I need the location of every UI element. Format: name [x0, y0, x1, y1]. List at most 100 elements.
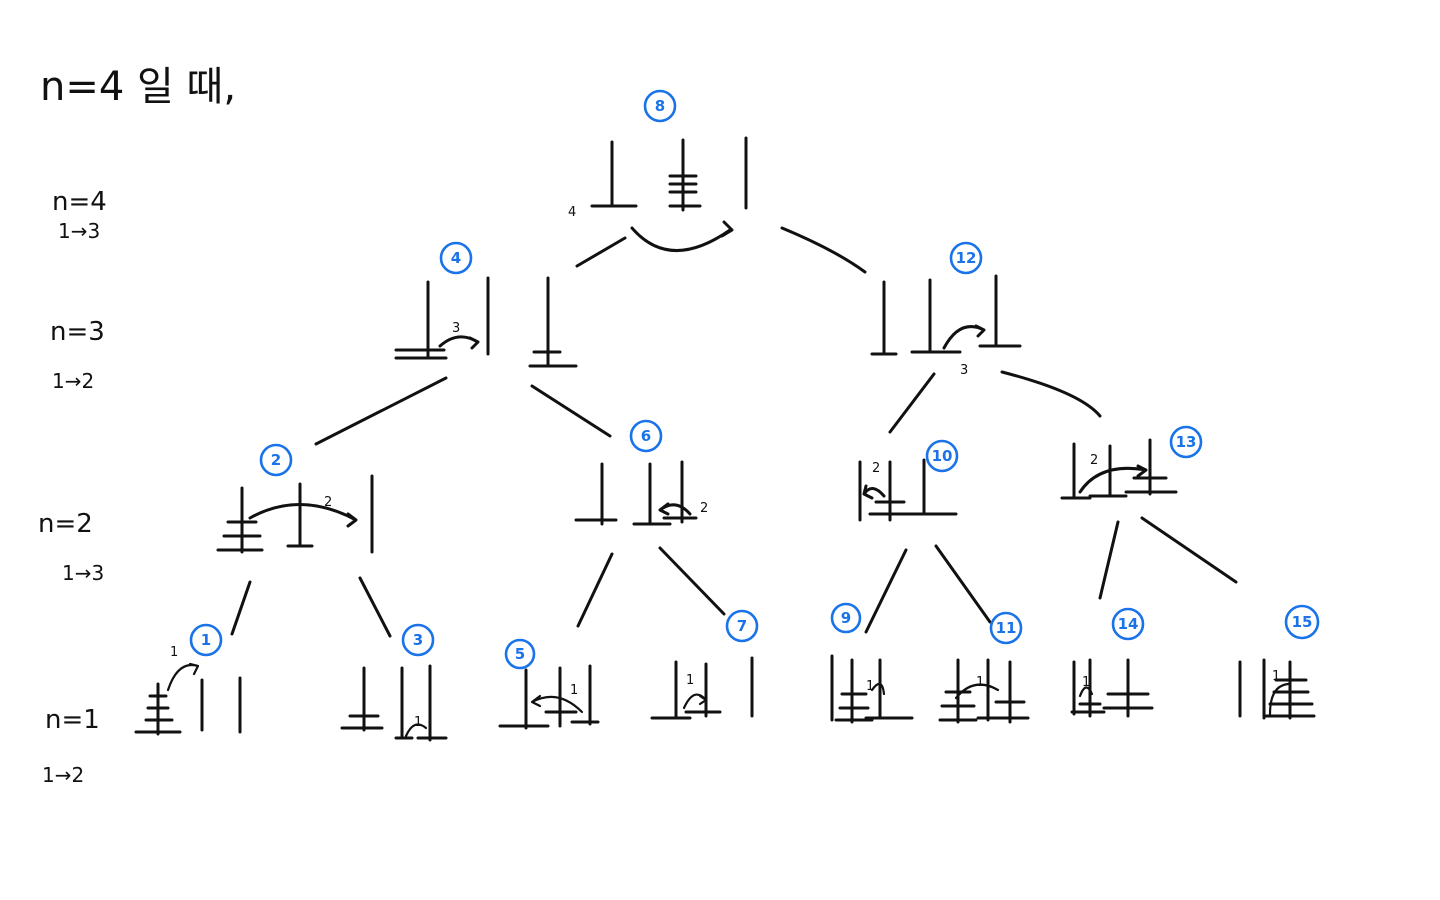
- peg: [684, 662, 722, 718]
- peg: [394, 666, 414, 740]
- step-marker: [439, 241, 473, 275]
- level-move-label: 1→2: [42, 763, 84, 787]
- disk-number: 2: [324, 495, 332, 510]
- move-arrow: [1078, 686, 1094, 698]
- disk-number: 1: [170, 645, 178, 660]
- tree-node-step-10: 10 2: [858, 439, 959, 522]
- disk-number: 1: [414, 715, 422, 730]
- disk-number: 1: [570, 683, 578, 698]
- step-number: 11: [996, 619, 1017, 637]
- move-arrow: [658, 502, 692, 516]
- disk-number: 1: [976, 675, 984, 690]
- peg: [134, 682, 182, 736]
- move-arrow: [438, 335, 480, 350]
- disk-number: 3: [452, 321, 460, 336]
- tree-node-step-13: 13 2: [1060, 425, 1203, 500]
- peg: [1102, 658, 1154, 718]
- step-marker: [1169, 425, 1203, 459]
- peg: [590, 140, 638, 208]
- connector-line: [1098, 520, 1120, 600]
- step-number: 12: [956, 249, 977, 267]
- peg: [976, 658, 1000, 722]
- disk-number: 2: [872, 461, 880, 476]
- tree-node-step-4: 4 3: [394, 241, 578, 368]
- level-n-label: n=3: [50, 317, 105, 347]
- tree-connectors: [230, 226, 1238, 638]
- peg: [910, 278, 962, 354]
- peg: [574, 462, 618, 526]
- step-number: 14: [1118, 615, 1139, 633]
- level-move-label: 1→3: [58, 219, 100, 243]
- peg: [864, 658, 914, 720]
- peg: [868, 460, 910, 522]
- disk-number: 3: [960, 363, 968, 378]
- step-marker: [725, 609, 759, 643]
- move-arrow: [530, 694, 584, 714]
- step-marker: [830, 602, 862, 634]
- peg: [1124, 438, 1178, 496]
- peg: [938, 658, 978, 724]
- step-marker: [949, 241, 983, 275]
- level-move-label: 1→3: [62, 561, 104, 585]
- level-labels: n=4 1→3 n=3 1→2 n=2 1→3 n=1 1→2: [38, 187, 107, 787]
- step-number: 15: [1292, 613, 1313, 631]
- move-arrow: [1268, 682, 1290, 716]
- step-marker: [259, 443, 293, 477]
- step-number: 5: [515, 645, 525, 663]
- tree-node-step-1: 1 1: [134, 623, 242, 736]
- connector-line: [358, 576, 392, 638]
- disk-number: 1: [866, 679, 874, 694]
- connector-line: [576, 552, 614, 628]
- tree-node-step-2: 2 2: [216, 443, 374, 554]
- connector-line: [864, 548, 908, 634]
- step-marker: [1284, 604, 1320, 640]
- move-arrow: [862, 484, 886, 500]
- step-number: 6: [641, 427, 651, 445]
- step-marker: [643, 89, 677, 123]
- connector-line: [314, 376, 448, 446]
- step-marker: [1111, 607, 1145, 641]
- move-arrow: [1078, 464, 1148, 494]
- peg: [632, 462, 672, 526]
- disk-number: 4: [568, 205, 576, 220]
- peg: [834, 658, 874, 724]
- step-number: 1: [201, 631, 211, 649]
- peg: [662, 460, 698, 524]
- connector-line: [888, 372, 936, 434]
- disk-number: 2: [700, 501, 708, 516]
- connector-line: [530, 384, 612, 438]
- step-number: 2: [271, 451, 281, 469]
- move-arrow: [870, 682, 886, 696]
- tree-node-step-11: 11 1: [938, 611, 1030, 724]
- peg: [416, 664, 448, 742]
- level-n-label: n=2: [38, 509, 93, 539]
- tree-node-step-9: 9 1: [830, 602, 914, 724]
- disk-number: 2: [1090, 453, 1098, 468]
- step-marker: [629, 419, 663, 453]
- level-move-label: 1→2: [52, 369, 94, 393]
- disk-number: 1: [686, 673, 694, 688]
- connector-line: [1000, 370, 1102, 418]
- step-marker: [401, 623, 435, 657]
- peg: [498, 668, 550, 730]
- level-n-label: n=1: [45, 705, 100, 735]
- step-number: 9: [841, 609, 851, 627]
- move-arrow: [942, 324, 986, 350]
- level-n-label: n=4: [52, 187, 107, 217]
- tree-node-step-3: 3 1: [340, 623, 448, 742]
- peg: [668, 138, 702, 212]
- connector-line: [934, 544, 992, 624]
- tree-node-step-12: 12 3: [870, 241, 1022, 378]
- tree-node-step-7: 7 1: [650, 609, 759, 720]
- step-number: 10: [932, 447, 953, 465]
- connector-line: [575, 236, 627, 268]
- diagram-title: n=4 일 때,: [40, 64, 236, 110]
- step-number: 13: [1176, 433, 1197, 451]
- step-number: 8: [655, 97, 665, 115]
- step-marker: [925, 439, 959, 473]
- connector-line: [230, 580, 252, 636]
- peg: [902, 458, 958, 516]
- tree-node-step-14: 14 1: [1070, 607, 1154, 718]
- peg: [870, 280, 898, 356]
